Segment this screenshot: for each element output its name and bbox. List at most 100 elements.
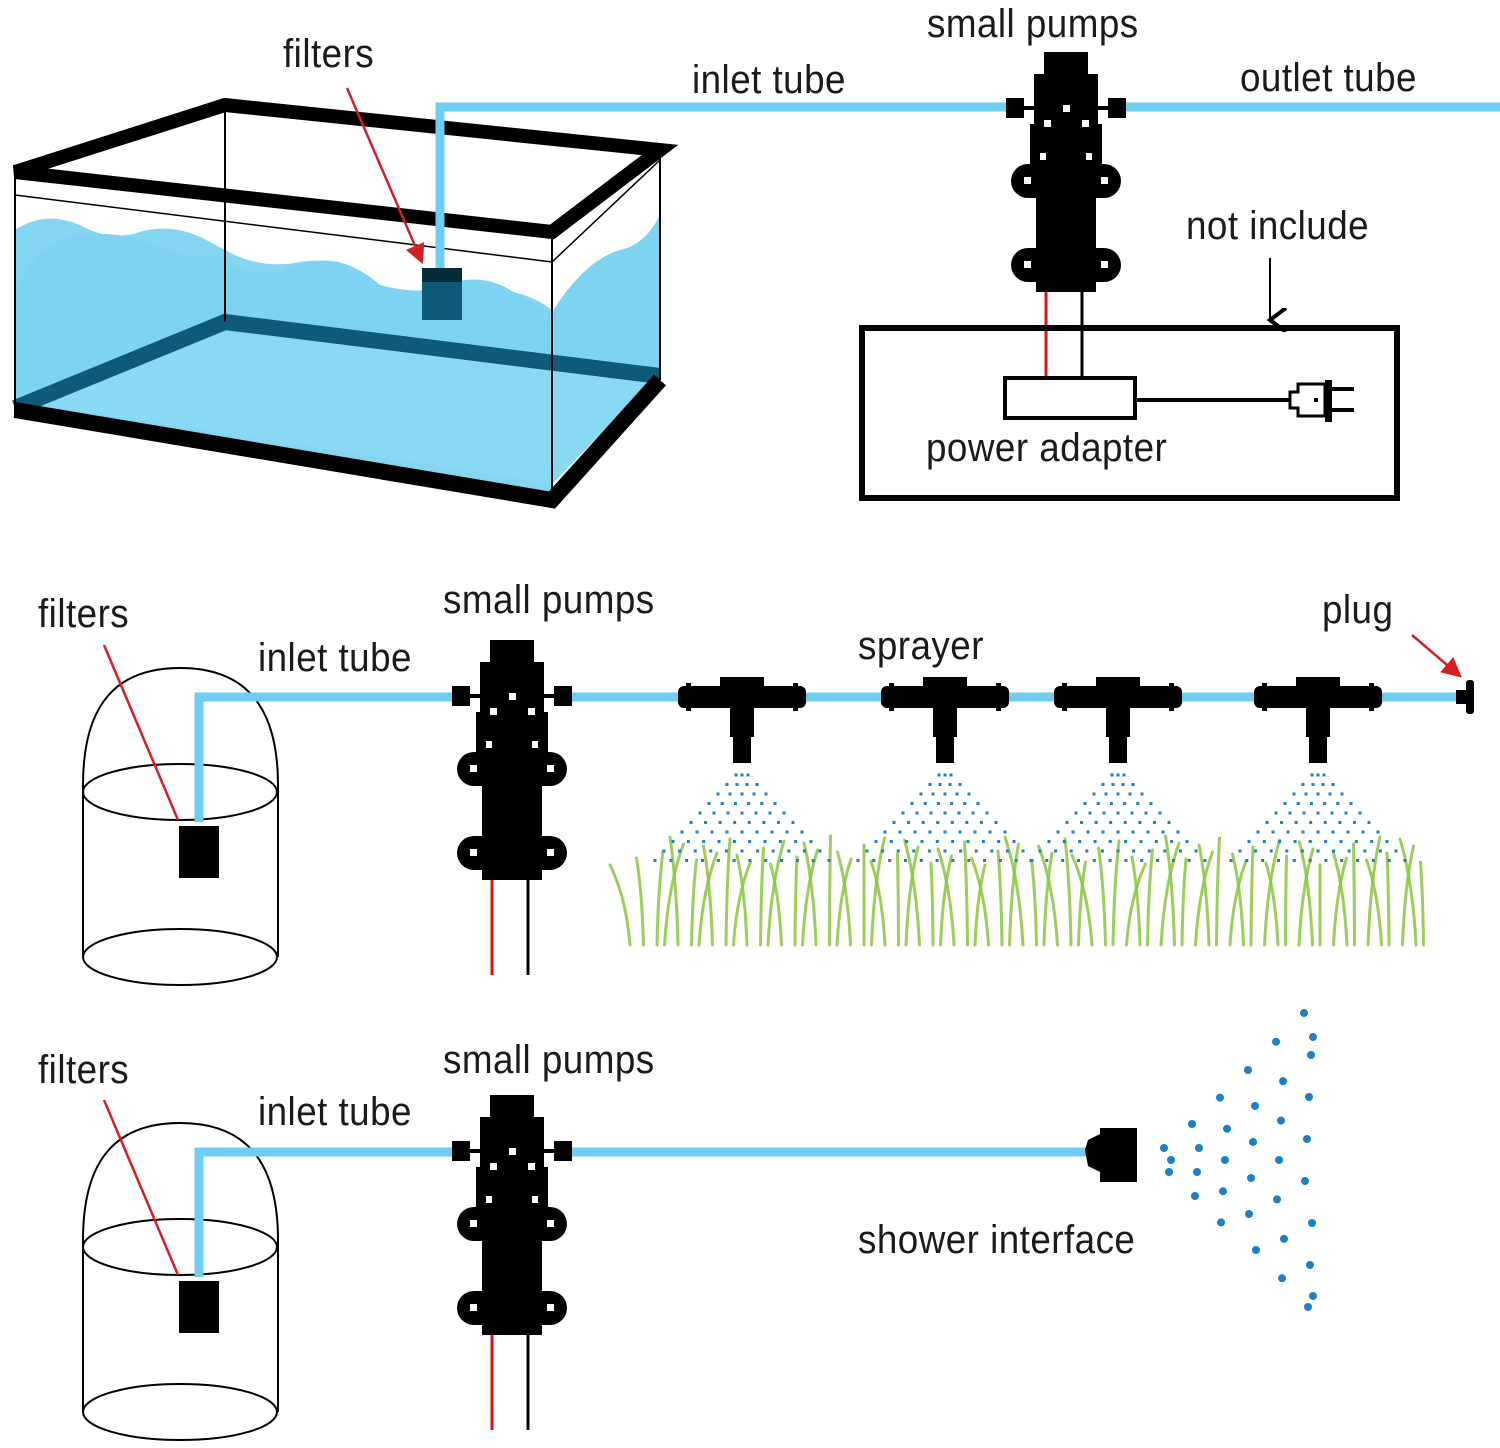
spray-droplet <box>1170 840 1174 843</box>
shower-droplet <box>1309 1033 1317 1041</box>
spray-droplet <box>1283 802 1287 805</box>
spray-droplet <box>928 830 932 834</box>
spray-droplet <box>709 849 713 853</box>
spray-droplet <box>1194 849 1198 853</box>
grass-blade <box>896 852 900 947</box>
spray-droplet <box>983 859 987 862</box>
filter-block-top <box>422 268 462 282</box>
spray-droplet <box>937 773 941 777</box>
shower-droplet <box>1306 1261 1314 1269</box>
spray-droplet <box>967 792 971 796</box>
grass-blade <box>1284 854 1288 947</box>
spray-droplet <box>1012 840 1016 843</box>
spray-droplet <box>1328 792 1332 796</box>
spray-droplet <box>1330 811 1334 815</box>
spray-droplet <box>678 849 682 853</box>
spray-droplet <box>872 859 876 862</box>
spray-droplet <box>935 840 939 843</box>
spray-droplet <box>1340 792 1344 796</box>
spray-droplet <box>1123 821 1127 824</box>
spray-droplet <box>748 840 752 843</box>
shower-droplet <box>1219 1187 1227 1196</box>
grass-blade <box>801 848 819 947</box>
shower-droplet <box>1188 1120 1196 1128</box>
spray-droplet <box>733 821 737 824</box>
filters-pointer-arrow <box>345 87 425 265</box>
spray-droplet <box>1167 821 1171 824</box>
spray-droplet <box>1178 849 1182 853</box>
spray-droplet <box>1371 859 1375 862</box>
spray-droplet <box>754 811 758 815</box>
spray-droplet <box>1144 811 1148 815</box>
grass-blade <box>835 857 853 947</box>
spray-droplet <box>1269 849 1273 853</box>
spray-droplet <box>1356 859 1360 862</box>
spray-droplet <box>1093 840 1097 843</box>
spray-droplet <box>1324 840 1328 843</box>
grass-blade <box>1419 860 1425 947</box>
spray-droplet <box>943 773 947 777</box>
spray-droplet <box>920 840 924 843</box>
spray-droplet <box>1387 859 1391 862</box>
spray-droplet <box>943 811 947 815</box>
spray-droplet <box>901 811 905 815</box>
spray-droplet <box>1292 792 1296 796</box>
spray-droplet <box>740 792 744 796</box>
spray-droplet <box>958 783 962 786</box>
spray-droplet <box>1323 802 1327 805</box>
shower-droplet <box>1307 1051 1315 1059</box>
spray-droplet <box>943 792 947 796</box>
spray-droplet <box>929 811 933 815</box>
spray-droplet <box>1161 830 1165 834</box>
spray-droplet <box>732 840 736 843</box>
power-plug-icon <box>1288 380 1354 422</box>
grass-blade <box>802 841 818 947</box>
tank-waterline-side <box>551 159 661 263</box>
filters-label: filters <box>38 592 130 636</box>
spray-droplet <box>1131 783 1135 786</box>
spray-droplet <box>1116 773 1120 777</box>
bucket-shower-system <box>82 1121 279 1441</box>
spray-droplet <box>1358 811 1362 815</box>
spray-droplet <box>1271 830 1275 834</box>
spray-droplet <box>1108 840 1112 843</box>
shower-droplet <box>1303 1135 1311 1143</box>
spray-droplet <box>735 783 739 786</box>
spray-droplet <box>764 859 768 862</box>
spray-droplet <box>1276 859 1280 862</box>
spray-droplet <box>1100 849 1104 853</box>
spray-droplet <box>1187 859 1191 862</box>
shower-droplet <box>1273 1195 1281 1204</box>
spray-droplet <box>704 821 708 824</box>
bucket-rim <box>82 1218 278 1276</box>
power-adapter-label: power adapter <box>926 426 1168 470</box>
grass-blade <box>1352 842 1356 947</box>
tank-floor <box>40 332 655 484</box>
grass-blade <box>1197 843 1211 947</box>
spray-droplet <box>1367 821 1371 824</box>
spray-droplet <box>974 849 978 853</box>
spray-droplet <box>1140 859 1144 862</box>
spray-droplet <box>1352 821 1356 824</box>
spray-droplet <box>1147 849 1151 853</box>
spray-droplet <box>1203 859 1207 862</box>
spray-droplet <box>1128 792 1132 796</box>
spray-droplet <box>943 830 947 834</box>
sprayer-1 <box>653 677 831 862</box>
spray-droplet <box>1262 840 1266 843</box>
spray-droplet <box>1316 792 1320 796</box>
spray-droplet <box>662 849 666 853</box>
spray-droplet <box>732 859 736 862</box>
spray-droplet <box>1047 840 1051 843</box>
grass-blade <box>1030 858 1038 947</box>
grass-blade <box>904 845 920 947</box>
spray-droplet <box>740 849 744 853</box>
spray-droplet <box>752 792 756 796</box>
spray-droplet <box>1109 802 1113 805</box>
spray-droplet <box>1261 859 1265 862</box>
spray-droplet <box>976 802 980 805</box>
tank-waterline <box>14 194 553 263</box>
spray-droplet <box>1292 859 1296 862</box>
not-include-label: not include <box>1186 204 1370 248</box>
spray-droplet <box>1370 840 1374 843</box>
